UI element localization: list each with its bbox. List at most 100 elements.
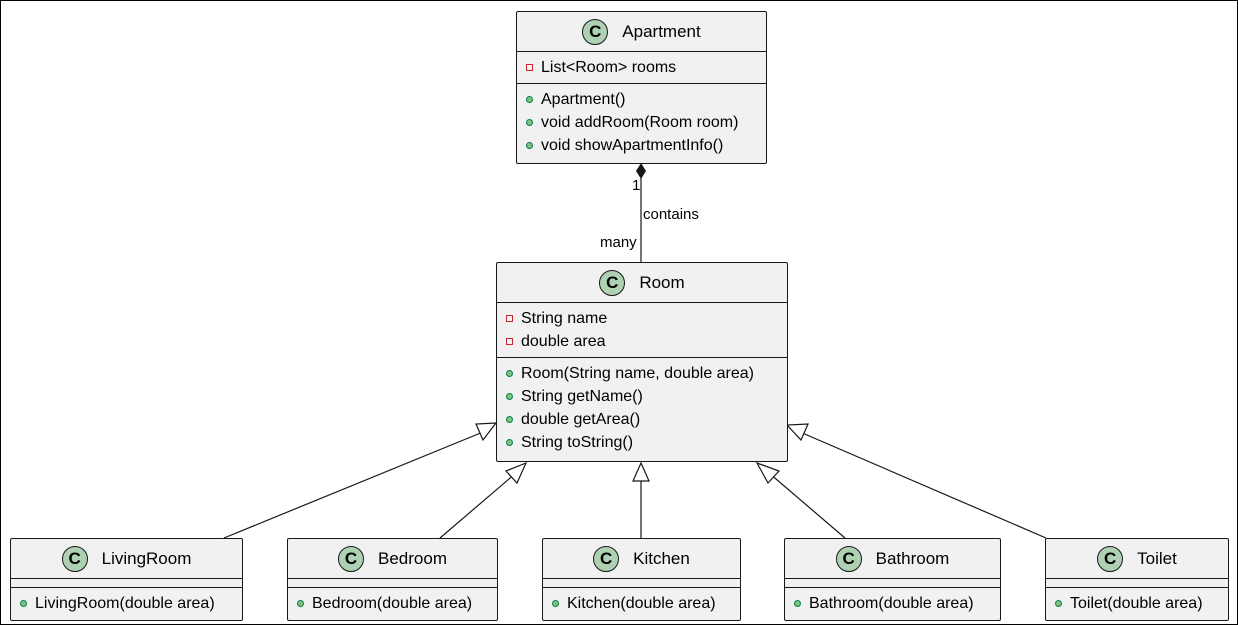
class-header: C Kitchen [543,539,740,579]
inheritance-arrow-kitchen [632,461,650,482]
public-marker-icon [526,119,533,126]
method-row: Kitchen(double area) [552,592,732,615]
multiplicity-target: many [600,234,637,251]
inheritance-line-bedroom [439,472,517,539]
class-name: Apartment [622,21,701,41]
method-text: String toString() [521,433,634,451]
class-icon: C [582,18,609,45]
public-marker-icon [20,600,27,607]
class-name: LivingRoom [101,548,192,568]
class-header: C Bedroom [288,539,497,579]
public-marker-icon [506,439,513,446]
private-marker-icon [506,315,513,322]
public-marker-icon [552,600,559,607]
methods-section: Toilet(double area) [1046,588,1228,619]
method-text: double getArea() [521,410,641,428]
method-text: Room(String name, double area) [521,364,755,382]
field-row: List<Room> rooms [526,56,758,79]
class-icon: C [835,545,862,572]
inheritance-arrow-bedroom [504,461,528,485]
class-icon: C [61,545,88,572]
class-name: Bathroom [875,548,950,568]
fields-section [1046,579,1228,588]
public-marker-icon [506,370,513,377]
public-marker-icon [506,393,513,400]
field-row: double area [506,330,779,353]
method-text: Apartment() [541,90,626,108]
method-text: void addRoom(Room room) [541,113,739,131]
class-name: Kitchen [633,548,690,568]
methods-section: Bedroom(double area) [288,588,497,619]
class-icon: C [338,545,364,572]
inheritance-line-toilet [799,431,1047,539]
class-name: Room [639,272,685,292]
class-header: C Bathroom [785,539,1000,579]
methods-section: Room(String name, double area) String ge… [497,358,787,458]
class-name: Bedroom [378,548,447,568]
method-row: Room(String name, double area) [506,362,779,385]
fields-section [11,579,242,588]
public-marker-icon [297,600,304,607]
class-kitchen[interactable]: C Kitchen Kitchen(double area) [542,538,741,621]
public-marker-icon [506,416,513,423]
class-icon: C [593,545,620,572]
public-marker-icon [526,96,533,103]
methods-section: Apartment() void addRoom(Room room) void… [517,84,766,161]
method-text: Toilet(double area) [1070,594,1203,612]
inheritance-arrow-toilet [785,423,809,442]
multiplicity-source: 1 [632,177,641,194]
public-marker-icon [794,600,801,607]
private-marker-icon [526,64,533,71]
method-row: double getArea() [506,408,779,431]
class-bedroom[interactable]: C Bedroom Bedroom(double area) [287,538,498,621]
field-text: String name [521,309,608,327]
inheritance-arrow-bathroom [755,461,781,485]
public-marker-icon [526,142,533,149]
inheritance-arrow-livingroom [475,422,498,442]
fields-section: String name double area [497,303,787,358]
field-text: List<Room> rooms [541,58,677,76]
class-icon: C [599,269,626,296]
fields-section [785,579,1000,588]
class-apartment[interactable]: C Apartment List<Room> rooms Apartment()… [516,11,767,164]
method-text: Kitchen(double area) [567,594,716,612]
fields-section [543,579,740,588]
class-icon: C [1097,545,1124,572]
private-marker-icon [506,338,513,345]
field-row: String name [506,307,779,330]
method-row: Bedroom(double area) [297,592,489,615]
composition-diamond [636,163,646,179]
inheritance-line-livingroom [223,431,484,539]
method-row: Apartment() [526,88,758,111]
method-text: Bedroom(double area) [312,594,473,612]
fields-section [288,579,497,588]
fields-section: List<Room> rooms [517,52,766,84]
method-row: Bathroom(double area) [794,592,992,615]
class-bathroom[interactable]: C Bathroom Bathroom(double area) [784,538,1001,621]
class-livingroom[interactable]: C LivingRoom LivingRoom(double area) [10,538,243,621]
class-header: C LivingRoom [11,539,242,579]
class-header: C Room [497,263,787,303]
composition-label: contains [643,206,699,223]
method-text: String getName() [521,387,643,405]
method-row: String toString() [506,431,779,454]
method-text: void showApartmentInfo() [541,136,724,154]
method-text: Bathroom(double area) [809,594,974,612]
methods-section: LivingRoom(double area) [11,588,242,619]
methods-section: Kitchen(double area) [543,588,740,619]
method-row: String getName() [506,385,779,408]
class-toilet[interactable]: C Toilet Toilet(double area) [1045,538,1229,621]
methods-section: Bathroom(double area) [785,588,1000,619]
class-room[interactable]: C Room String name double area Room(Stri… [496,262,788,462]
method-row: Toilet(double area) [1055,592,1220,615]
inheritance-line-bathroom [768,472,846,539]
method-row: void addRoom(Room room) [526,111,758,134]
class-header: C Toilet [1046,539,1228,579]
class-name: Toilet [1137,548,1177,568]
method-row: void showApartmentInfo() [526,134,758,157]
method-text: LivingRoom(double area) [35,594,215,612]
public-marker-icon [1055,600,1062,607]
method-row: LivingRoom(double area) [20,592,234,615]
class-header: C Apartment [517,12,766,52]
